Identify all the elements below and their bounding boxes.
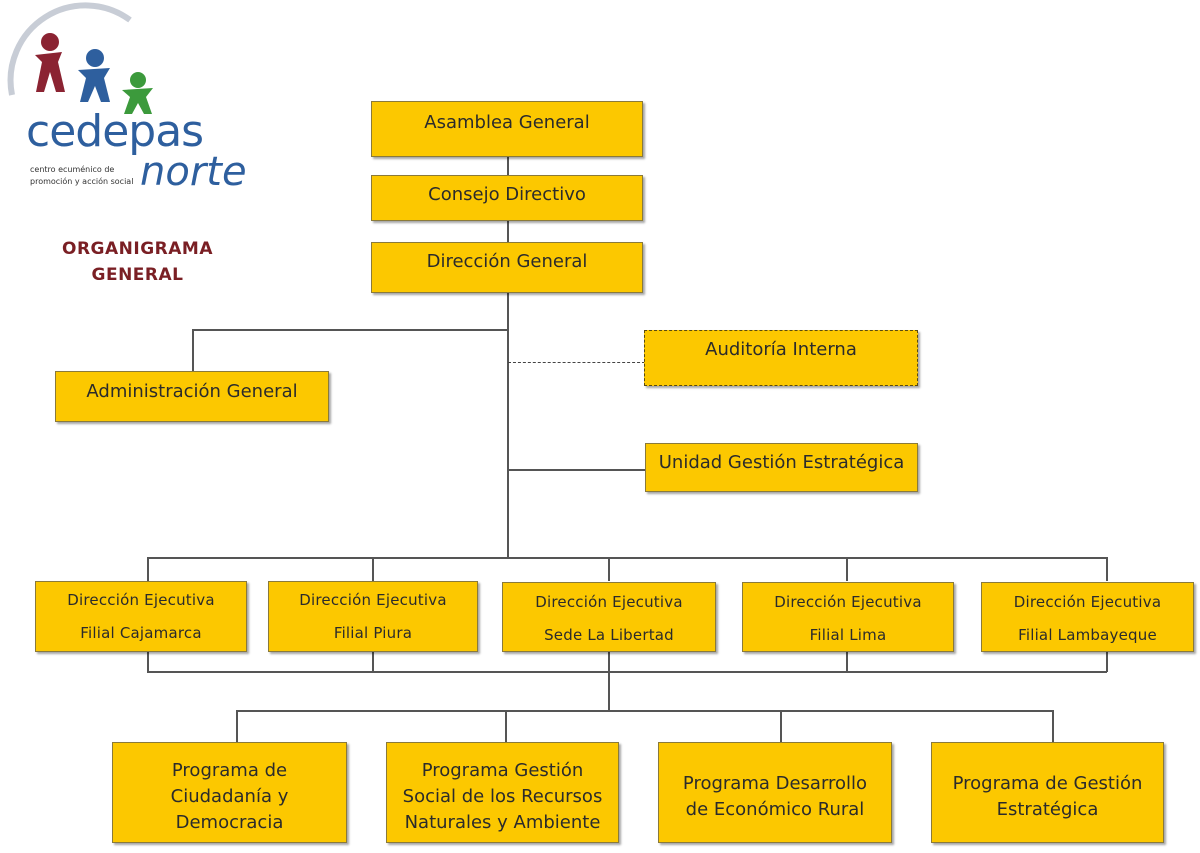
node-programa-desarrollo-economico: Programa Desarrollo de Económico Rural [658, 742, 892, 843]
node-direccion-ejecutiva-la-libertad: Dirección Ejecutiva Sede La Libertad [502, 582, 716, 652]
ejecutiva-line2: Filial Piura [333, 624, 413, 642]
people-figures-icon [35, 33, 153, 114]
ejecutiva-line1: Dirección Ejecutiva [774, 593, 922, 611]
node-consejo-directivo: Consejo Directivo [371, 175, 643, 221]
chart-title-line1: ORGANIGRAMA [62, 239, 213, 259]
node-unidad-label: Unidad Gestión Estratégica [658, 452, 905, 473]
node-direccion-label: Dirección General [426, 251, 588, 272]
connector-ejecutivas-bottom-bus [147, 671, 1107, 673]
programa-line1: Programa de Gestión [952, 772, 1143, 794]
connector-prog4 [1052, 710, 1054, 742]
connector-prog3 [780, 710, 782, 742]
logo: cedepas norte centro ecuménico de promoc… [0, 0, 247, 200]
node-administracion-label: Administración General [86, 381, 298, 402]
logo-brand-secondary: norte [140, 149, 247, 195]
programa-line1: Programa de [171, 759, 288, 781]
programa-line2: Ciudadanía y [170, 785, 289, 807]
node-direccion-ejecutiva-lima: Dirección Ejecutiva Filial Lima [742, 582, 954, 652]
programa-line2: de Económico Rural [685, 798, 865, 820]
programa-line2: Social de los Recursos [402, 785, 603, 807]
logo-arc-icon [7, 2, 153, 114]
ejecutiva-line2: Filial Cajamarca [80, 624, 202, 642]
node-consejo-label: Consejo Directivo [428, 184, 586, 205]
connector-ej2-bottom [372, 651, 374, 672]
connector-prog1 [236, 710, 238, 742]
node-direccion-ejecutiva-cajamarca: Dirección Ejecutiva Filial Cajamarca [35, 581, 247, 652]
programa-line3: Democracia [175, 811, 284, 833]
node-unidad-gestion-estrategica: Unidad Gestión Estratégica [645, 443, 918, 492]
connector-ejecutivas-top-bus [147, 557, 1107, 559]
connector-main-trunk [507, 292, 509, 558]
node-direccion-ejecutiva-lambayeque: Dirección Ejecutiva Filial Lambayeque [981, 582, 1194, 652]
ejecutiva-line1: Dirección Ejecutiva [535, 593, 683, 611]
connector-ej3-bottom [608, 651, 610, 711]
connector-auditoria-dashed [508, 362, 645, 363]
chart-title: ORGANIGRAMA GENERAL [40, 236, 235, 288]
node-programa-gestion-social: Programa Gestión Social de los Recursos … [386, 742, 619, 843]
node-direccion-general: Dirección General [371, 242, 643, 293]
connector-admin-v [192, 329, 194, 371]
ejecutiva-line1: Dirección Ejecutiva [67, 591, 215, 609]
logo-brand-primary: cedepas [26, 106, 204, 157]
connector-ej5-bottom [1106, 651, 1108, 672]
connector-admin-h [192, 329, 508, 331]
connector-ej4-bottom [846, 651, 848, 672]
node-administracion-general: Administración General [55, 371, 329, 422]
connector-prog2 [505, 710, 507, 742]
node-direccion-ejecutiva-piura: Dirección Ejecutiva Filial Piura [268, 581, 478, 652]
connector-consejo-direccion [507, 220, 509, 242]
connector-unidad-h [508, 469, 645, 471]
programa-line1: Programa Desarrollo [682, 772, 868, 794]
connector-programas-bus [236, 710, 1053, 712]
logo-tagline-1: centro ecuménico de [30, 165, 115, 174]
node-asamblea-general: Asamblea General [371, 101, 643, 157]
ejecutiva-line2: Filial Lima [809, 626, 887, 644]
node-auditoria-label: Auditoría Interna [705, 339, 857, 360]
node-auditoria-interna: Auditoría Interna [644, 330, 918, 386]
programa-line3: Naturales y Ambiente [404, 811, 601, 833]
connector-ej1-top [147, 557, 149, 581]
ejecutiva-line1: Dirección Ejecutiva [299, 591, 447, 609]
connector-ej2-top [372, 557, 374, 581]
node-programa-ciudadania: Programa de Ciudadanía y Democracia [112, 742, 347, 843]
connector-ej3-top [608, 557, 610, 581]
node-asamblea-label: Asamblea General [424, 112, 590, 133]
connector-ej1-bottom [147, 651, 149, 672]
logo-tagline-2: promoción y acción social [30, 177, 134, 186]
chart-title-line2: GENERAL [91, 265, 184, 285]
ejecutiva-line1: Dirección Ejecutiva [1013, 593, 1162, 611]
ejecutiva-line2: Sede La Libertad [544, 626, 674, 644]
connector-asamblea-consejo [507, 156, 509, 176]
programa-line2: Estratégica [996, 798, 1099, 820]
programa-line1: Programa Gestión [421, 759, 584, 781]
connector-ej4-top [846, 557, 848, 581]
ejecutiva-line2: Filial Lambayeque [1018, 626, 1157, 644]
connector-ej5-top [1106, 557, 1108, 581]
node-programa-gestion-estrategica: Programa de Gestión Estratégica [931, 742, 1164, 843]
